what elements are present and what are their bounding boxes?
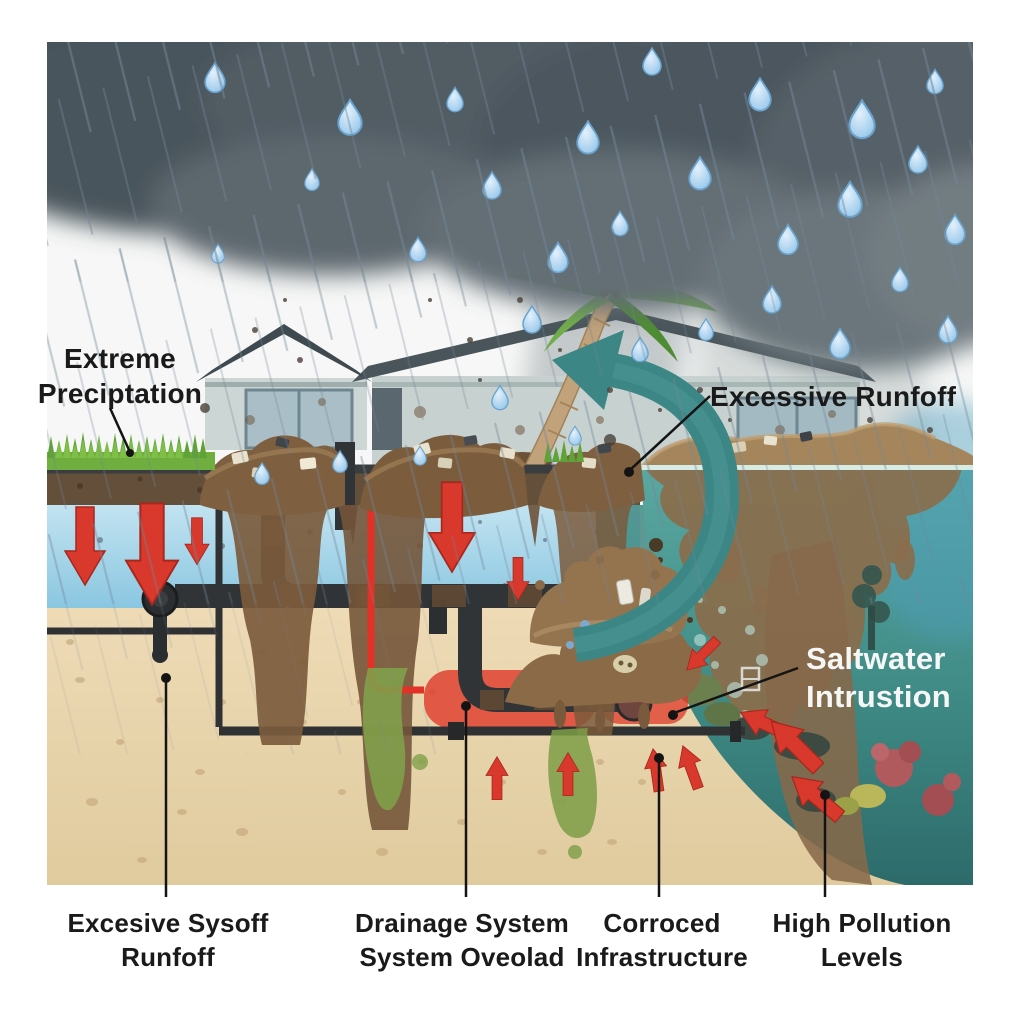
label-corroded-infrastructure: Corroced Infrastructure <box>576 908 748 972</box>
label-excessive-runoff: Excessive Runfoff <box>710 381 957 412</box>
pointer-extreme-precipitation <box>108 407 131 451</box>
annotation-pointers <box>108 395 830 897</box>
coral-reef <box>666 660 961 816</box>
pointer-saltwater-intrusion <box>673 666 799 715</box>
label-extreme-precipitation: Extreme Preciptation <box>37 343 203 409</box>
label-high-pollution: High Pollution Levels <box>772 908 952 972</box>
pointer-excessive-runoff <box>629 395 711 471</box>
label-drainage-overload: Drainage System System Oveolad <box>355 908 569 972</box>
rain-streaks <box>47 42 973 754</box>
label-saltwater-intrusion: Saltwater Intrustion <box>806 641 951 714</box>
label-surface-runoff: Excesive Sysoff Runfoff <box>67 908 269 972</box>
debris-bone <box>613 655 637 673</box>
